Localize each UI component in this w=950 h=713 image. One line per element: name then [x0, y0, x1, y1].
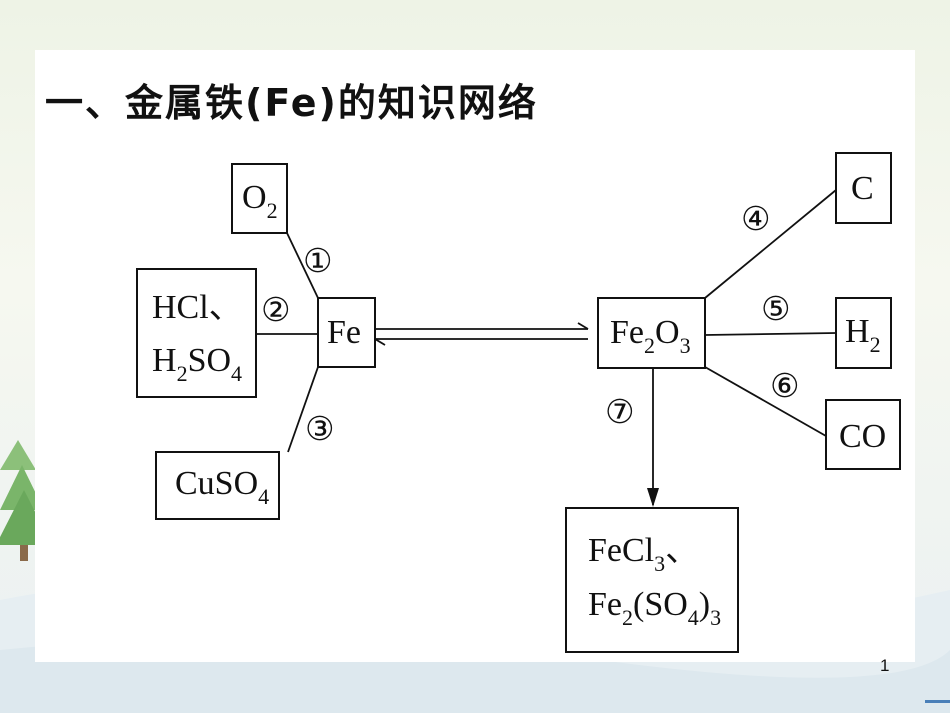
arrowhead-fe-to-fe2o3	[577, 322, 589, 330]
node-c: C	[851, 170, 874, 207]
slide: 一、金属铁(Fe)的知识网络 O2 HCl、 H2SO4 Fe CuSO4 Fe…	[35, 50, 915, 662]
reaction-label-2: ②	[261, 290, 291, 329]
reaction-label-4: ④	[741, 199, 771, 238]
node-cuso4-box	[155, 451, 280, 520]
node-fecl3: FeCl3、	[588, 532, 699, 576]
reaction-label-5: ⑤	[761, 289, 791, 328]
arrowhead-fe2o3-to-salts	[647, 488, 659, 507]
reaction-label-6: ⑥	[770, 366, 800, 405]
node-h2: H2	[845, 313, 881, 357]
link-cuso4-fe	[287, 366, 319, 453]
slide-title: 一、金属铁(Fe)的知识网络	[45, 81, 538, 125]
link-o2-fe	[286, 232, 319, 299]
node-hcl: HCl、	[152, 289, 243, 326]
node-salts-box	[565, 507, 739, 653]
page-number: 1	[880, 656, 890, 675]
reaction-label-3: ③	[305, 409, 335, 448]
node-co: CO	[839, 418, 886, 455]
link-fe2o3-c	[704, 189, 837, 299]
node-c-box	[835, 152, 892, 224]
node-fe2o3: Fe2O3	[610, 314, 691, 358]
iron-knowledge-network-diagram: O2 HCl、 H2SO4 Fe CuSO4 Fe2O3 C H2 CO FeC…	[136, 152, 901, 653]
node-h2so4: H2SO4	[152, 342, 242, 386]
node-fe2o3-box	[597, 297, 706, 369]
node-co-box	[825, 399, 901, 470]
node-cuso4: CuSO4	[175, 465, 269, 509]
node-fe2so43: Fe2(SO4)3	[588, 586, 721, 630]
node-fe-box	[317, 297, 376, 368]
node-fe: Fe	[327, 314, 361, 351]
node-o2: O2	[242, 179, 278, 223]
node-acids-box	[136, 268, 257, 398]
node-h2-box	[835, 297, 892, 369]
arrowhead-fe2o3-to-fe	[374, 338, 386, 346]
link-fe2o3-h2	[704, 332, 837, 336]
reaction-label-1: ①	[303, 241, 333, 280]
reaction-label-7: ⑦	[605, 392, 635, 431]
link-fe2o3-co	[704, 366, 827, 437]
node-o2-box	[231, 163, 288, 234]
